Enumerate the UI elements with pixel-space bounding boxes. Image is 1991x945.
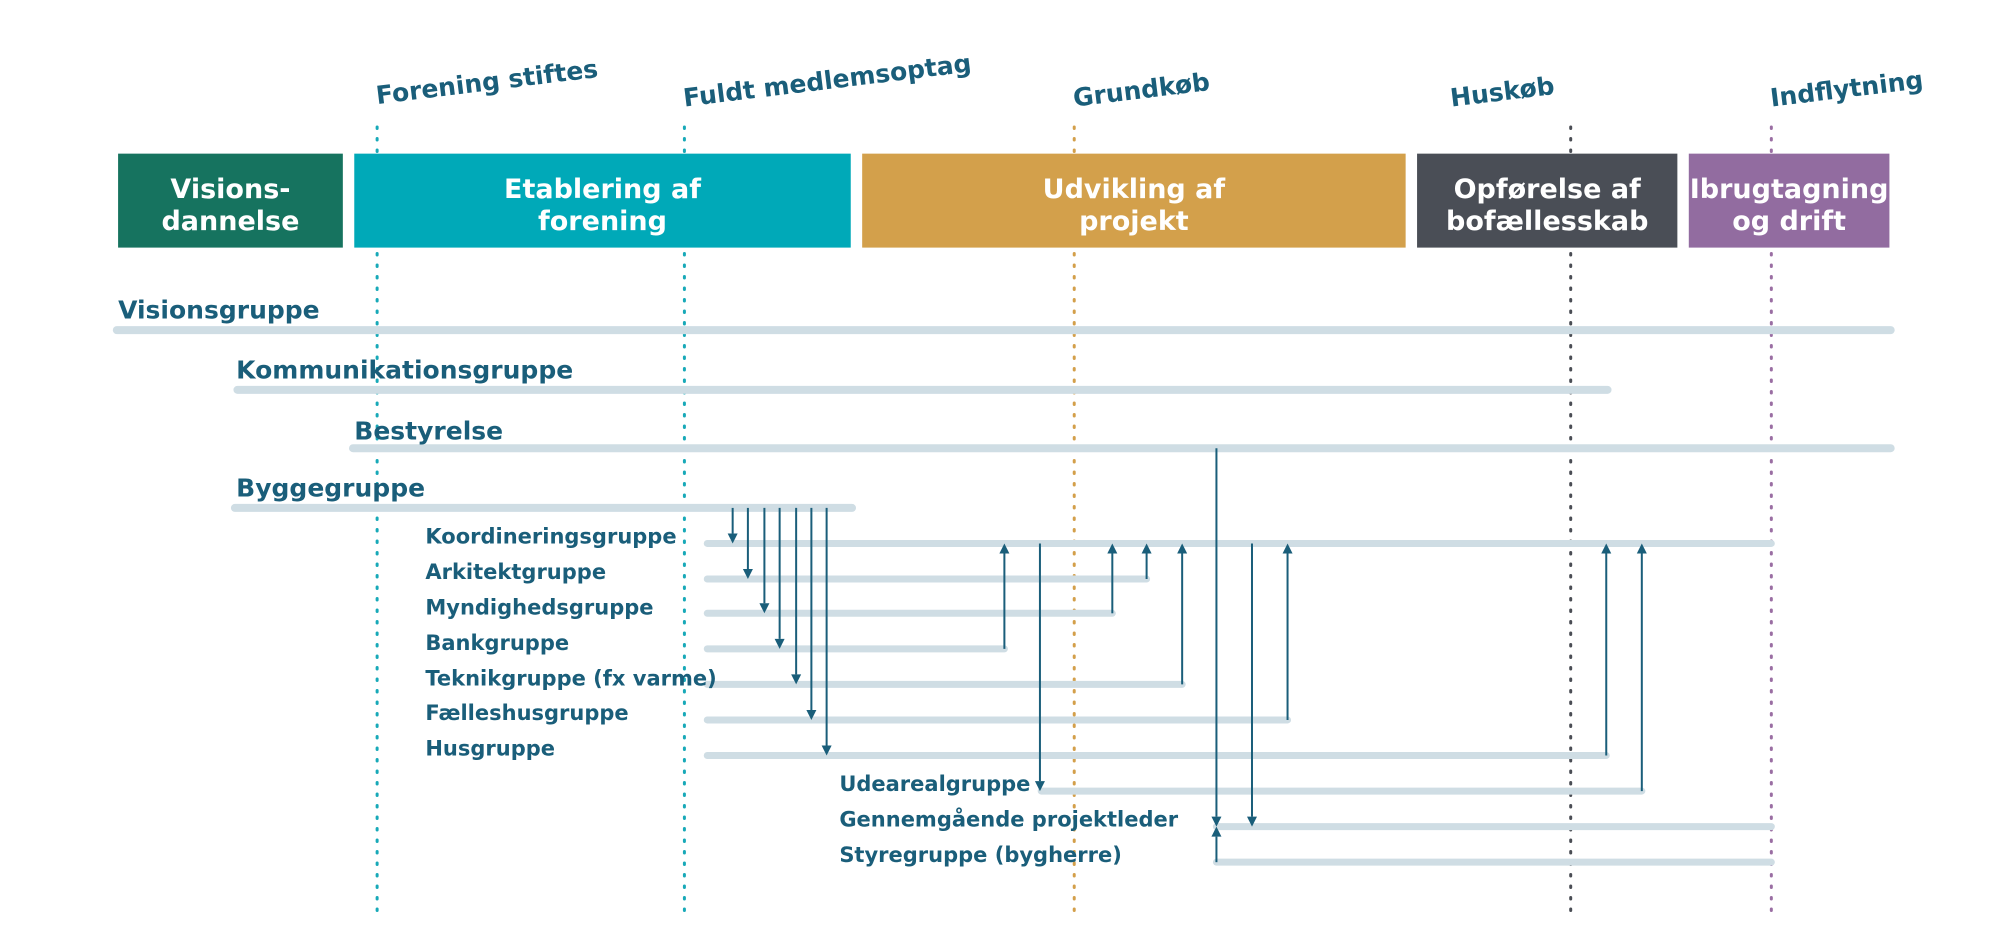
- group-label: Byggegruppe: [236, 473, 425, 502]
- arrow-head: [759, 603, 770, 614]
- phase-label: Opførelse af: [1454, 174, 1641, 205]
- arrow-head: [727, 533, 738, 544]
- arrow-head: [1282, 543, 1293, 554]
- phase-box: [1417, 153, 1678, 248]
- group-label: Bestyrelse: [354, 416, 503, 445]
- milestone-label: Huskøb: [1449, 71, 1557, 113]
- arrow-head: [1246, 816, 1257, 827]
- arrow-head: [1177, 543, 1188, 554]
- subgroup-label: Arkitektgruppe: [425, 560, 606, 584]
- milestone-label: Fuldt medlemsoptag: [682, 49, 973, 113]
- phase-label: Visions-: [170, 174, 290, 205]
- group-label: Kommunikationsgruppe: [236, 355, 573, 384]
- arrow-head: [1601, 543, 1612, 554]
- phase-label: og drift: [1732, 206, 1846, 237]
- arrow-head: [1211, 826, 1222, 837]
- arrow-head: [1636, 543, 1647, 554]
- phase-label: forening: [538, 206, 667, 237]
- subgroup-label: Myndighedsgruppe: [425, 596, 653, 620]
- arrow-head: [999, 543, 1010, 554]
- subgroup-label: Gennemgående projektleder: [839, 807, 1178, 832]
- phase-label: dannelse: [161, 206, 299, 237]
- phase-label: bofællesskab: [1446, 206, 1648, 237]
- arrow-head: [1211, 816, 1222, 827]
- arrow-head: [742, 569, 753, 580]
- phase-box: [862, 153, 1406, 248]
- milestone-label: Forening stiftes: [374, 54, 599, 110]
- phase-label: Etablering af: [504, 174, 701, 205]
- subgroup-label: Bankgruppe: [425, 631, 569, 655]
- milestone-label: Grundkøb: [1071, 67, 1211, 113]
- subgroup-label: Teknikgruppe (fx varme): [425, 667, 716, 691]
- phase-label: Ibrugtagning: [1690, 174, 1889, 205]
- milestone-label: Indflytning: [1769, 65, 1925, 113]
- phase-label: projekt: [1079, 206, 1189, 237]
- arrow-head: [1034, 781, 1045, 792]
- subgroup-label: Husgruppe: [425, 737, 555, 761]
- arrow-head: [791, 674, 802, 685]
- subgroup-label: Fælleshusgruppe: [425, 701, 628, 725]
- arrow-head: [774, 638, 785, 649]
- phase-box: [1688, 153, 1890, 248]
- phase-box: [354, 153, 851, 248]
- phase-label: Udvikling af: [1043, 174, 1226, 205]
- group-label: Visionsgruppe: [118, 296, 320, 325]
- arrow-head: [1141, 543, 1152, 554]
- subgroup-label: Udearealgruppe: [839, 772, 1030, 796]
- arrow-head: [806, 709, 817, 720]
- arrow-head: [1107, 543, 1118, 554]
- subgroup-label: Styregruppe (bygherre): [839, 843, 1122, 867]
- subgroup-label: Koordineringsgruppe: [425, 524, 676, 548]
- phase-box: [118, 153, 343, 248]
- arrow-head: [821, 745, 832, 756]
